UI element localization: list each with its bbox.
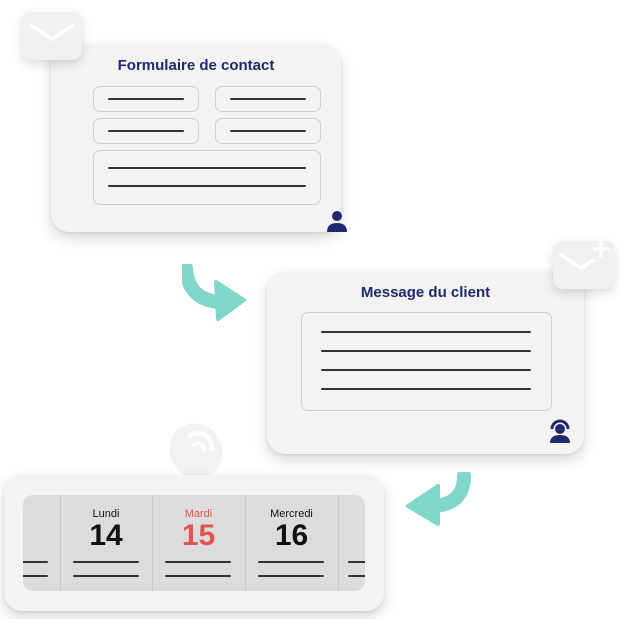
day-name: Mercredi — [270, 508, 313, 520]
day-line — [258, 575, 324, 577]
day-line — [73, 561, 139, 563]
field-line — [230, 98, 306, 100]
day-line — [348, 575, 365, 577]
field-line — [108, 130, 184, 132]
day-name: Mardi — [184, 508, 213, 520]
day-partial-left[interactable]: 3 — [23, 495, 61, 591]
calendar-strip[interactable]: 3 Lundi 14 Mardi 15 Mercredi 16 — [23, 495, 365, 591]
client-message-card: Message du client — [267, 272, 584, 454]
day-number: 14 — [89, 519, 123, 552]
day-line — [73, 575, 139, 577]
firstname-field[interactable] — [215, 86, 321, 112]
day-separator — [60, 495, 61, 591]
message-box — [301, 312, 552, 411]
arrow-right-icon — [182, 264, 246, 321]
day-line — [23, 575, 48, 577]
day-name: Lundi — [92, 508, 120, 520]
day-line — [165, 575, 231, 577]
client-message-title: Message du client — [360, 284, 491, 301]
field-line — [108, 98, 184, 100]
day-line — [348, 561, 365, 563]
day-separator — [152, 495, 153, 591]
day-lundi[interactable]: Lundi 14 — [60, 495, 152, 591]
envelope-icon — [22, 12, 82, 60]
phone-field[interactable] — [215, 118, 321, 144]
contact-form-card: Formulaire de contact — [51, 45, 347, 232]
message-line — [321, 388, 531, 390]
message-line — [321, 369, 531, 371]
support-agent-icon — [550, 419, 570, 443]
day-mardi[interactable]: Mardi 15 — [152, 495, 245, 591]
day-partial-right[interactable] — [338, 495, 365, 591]
day-mercredi[interactable]: Mercredi 16 — [245, 495, 338, 591]
message-line — [321, 350, 531, 352]
day-separator — [245, 495, 246, 591]
day-line — [23, 561, 48, 563]
arrow-left-icon — [406, 472, 471, 526]
field-line — [108, 185, 306, 187]
contact-form-title: Formulaire de contact — [117, 57, 275, 74]
name-field[interactable] — [93, 86, 199, 112]
phone-icon — [169, 423, 223, 479]
field-line — [108, 167, 306, 169]
day-separator — [338, 495, 339, 591]
email-field[interactable] — [93, 118, 199, 144]
field-line — [230, 130, 306, 132]
day-number: 15 — [181, 519, 216, 552]
day-line — [258, 561, 324, 563]
new-mail-icon — [553, 241, 614, 289]
message-field[interactable] — [93, 150, 321, 205]
day-number: 3 — [23, 519, 61, 553]
day-line — [165, 561, 231, 563]
message-line — [321, 331, 531, 333]
user-icon — [327, 211, 347, 232]
day-number: 16 — [274, 519, 309, 552]
